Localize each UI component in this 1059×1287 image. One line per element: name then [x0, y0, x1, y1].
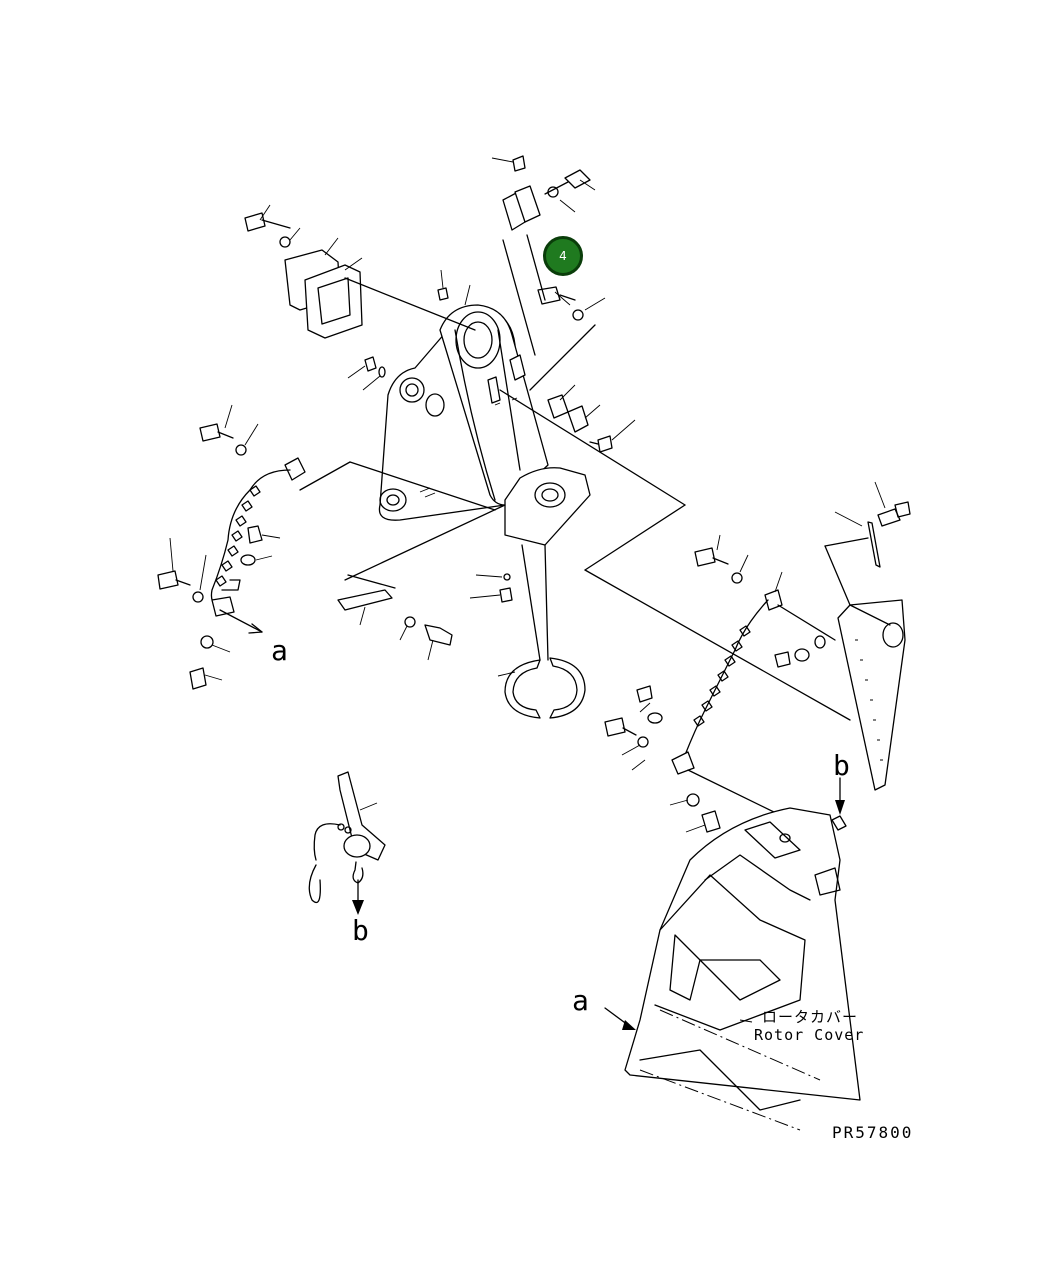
pad-and-bolt-group — [337, 574, 453, 661]
main-arm-bracket — [378, 304, 591, 546]
right-chain-group — [604, 534, 836, 833]
part-code: PR57800 — [832, 1123, 914, 1142]
rotor-cover-label-jp: ロータカバー — [762, 1008, 859, 1026]
boss-fittings — [469, 544, 549, 661]
arrow-label-a-cover: a — [572, 984, 589, 1017]
upper-left-plate-group — [244, 204, 476, 339]
arrow-label-a-left: a — [271, 634, 288, 667]
top-bracket-group — [491, 155, 606, 391]
rotor-cover — [604, 777, 861, 1131]
arrow-label-b-bottom: b — [352, 914, 369, 947]
assembly-lines — [299, 461, 851, 721]
hook-chain-group — [308, 771, 386, 915]
leader-lines — [739, 1019, 753, 1023]
callout-4[interactable]: 4 — [543, 236, 583, 276]
split-ring — [497, 657, 586, 719]
right-bracket-plate — [824, 481, 911, 791]
left-chain-group — [157, 404, 306, 690]
arrow-label-b-right: b — [833, 749, 850, 782]
rotor-cover-label-en: Rotor Cover — [754, 1026, 865, 1044]
arm-side-parts — [347, 269, 686, 506]
